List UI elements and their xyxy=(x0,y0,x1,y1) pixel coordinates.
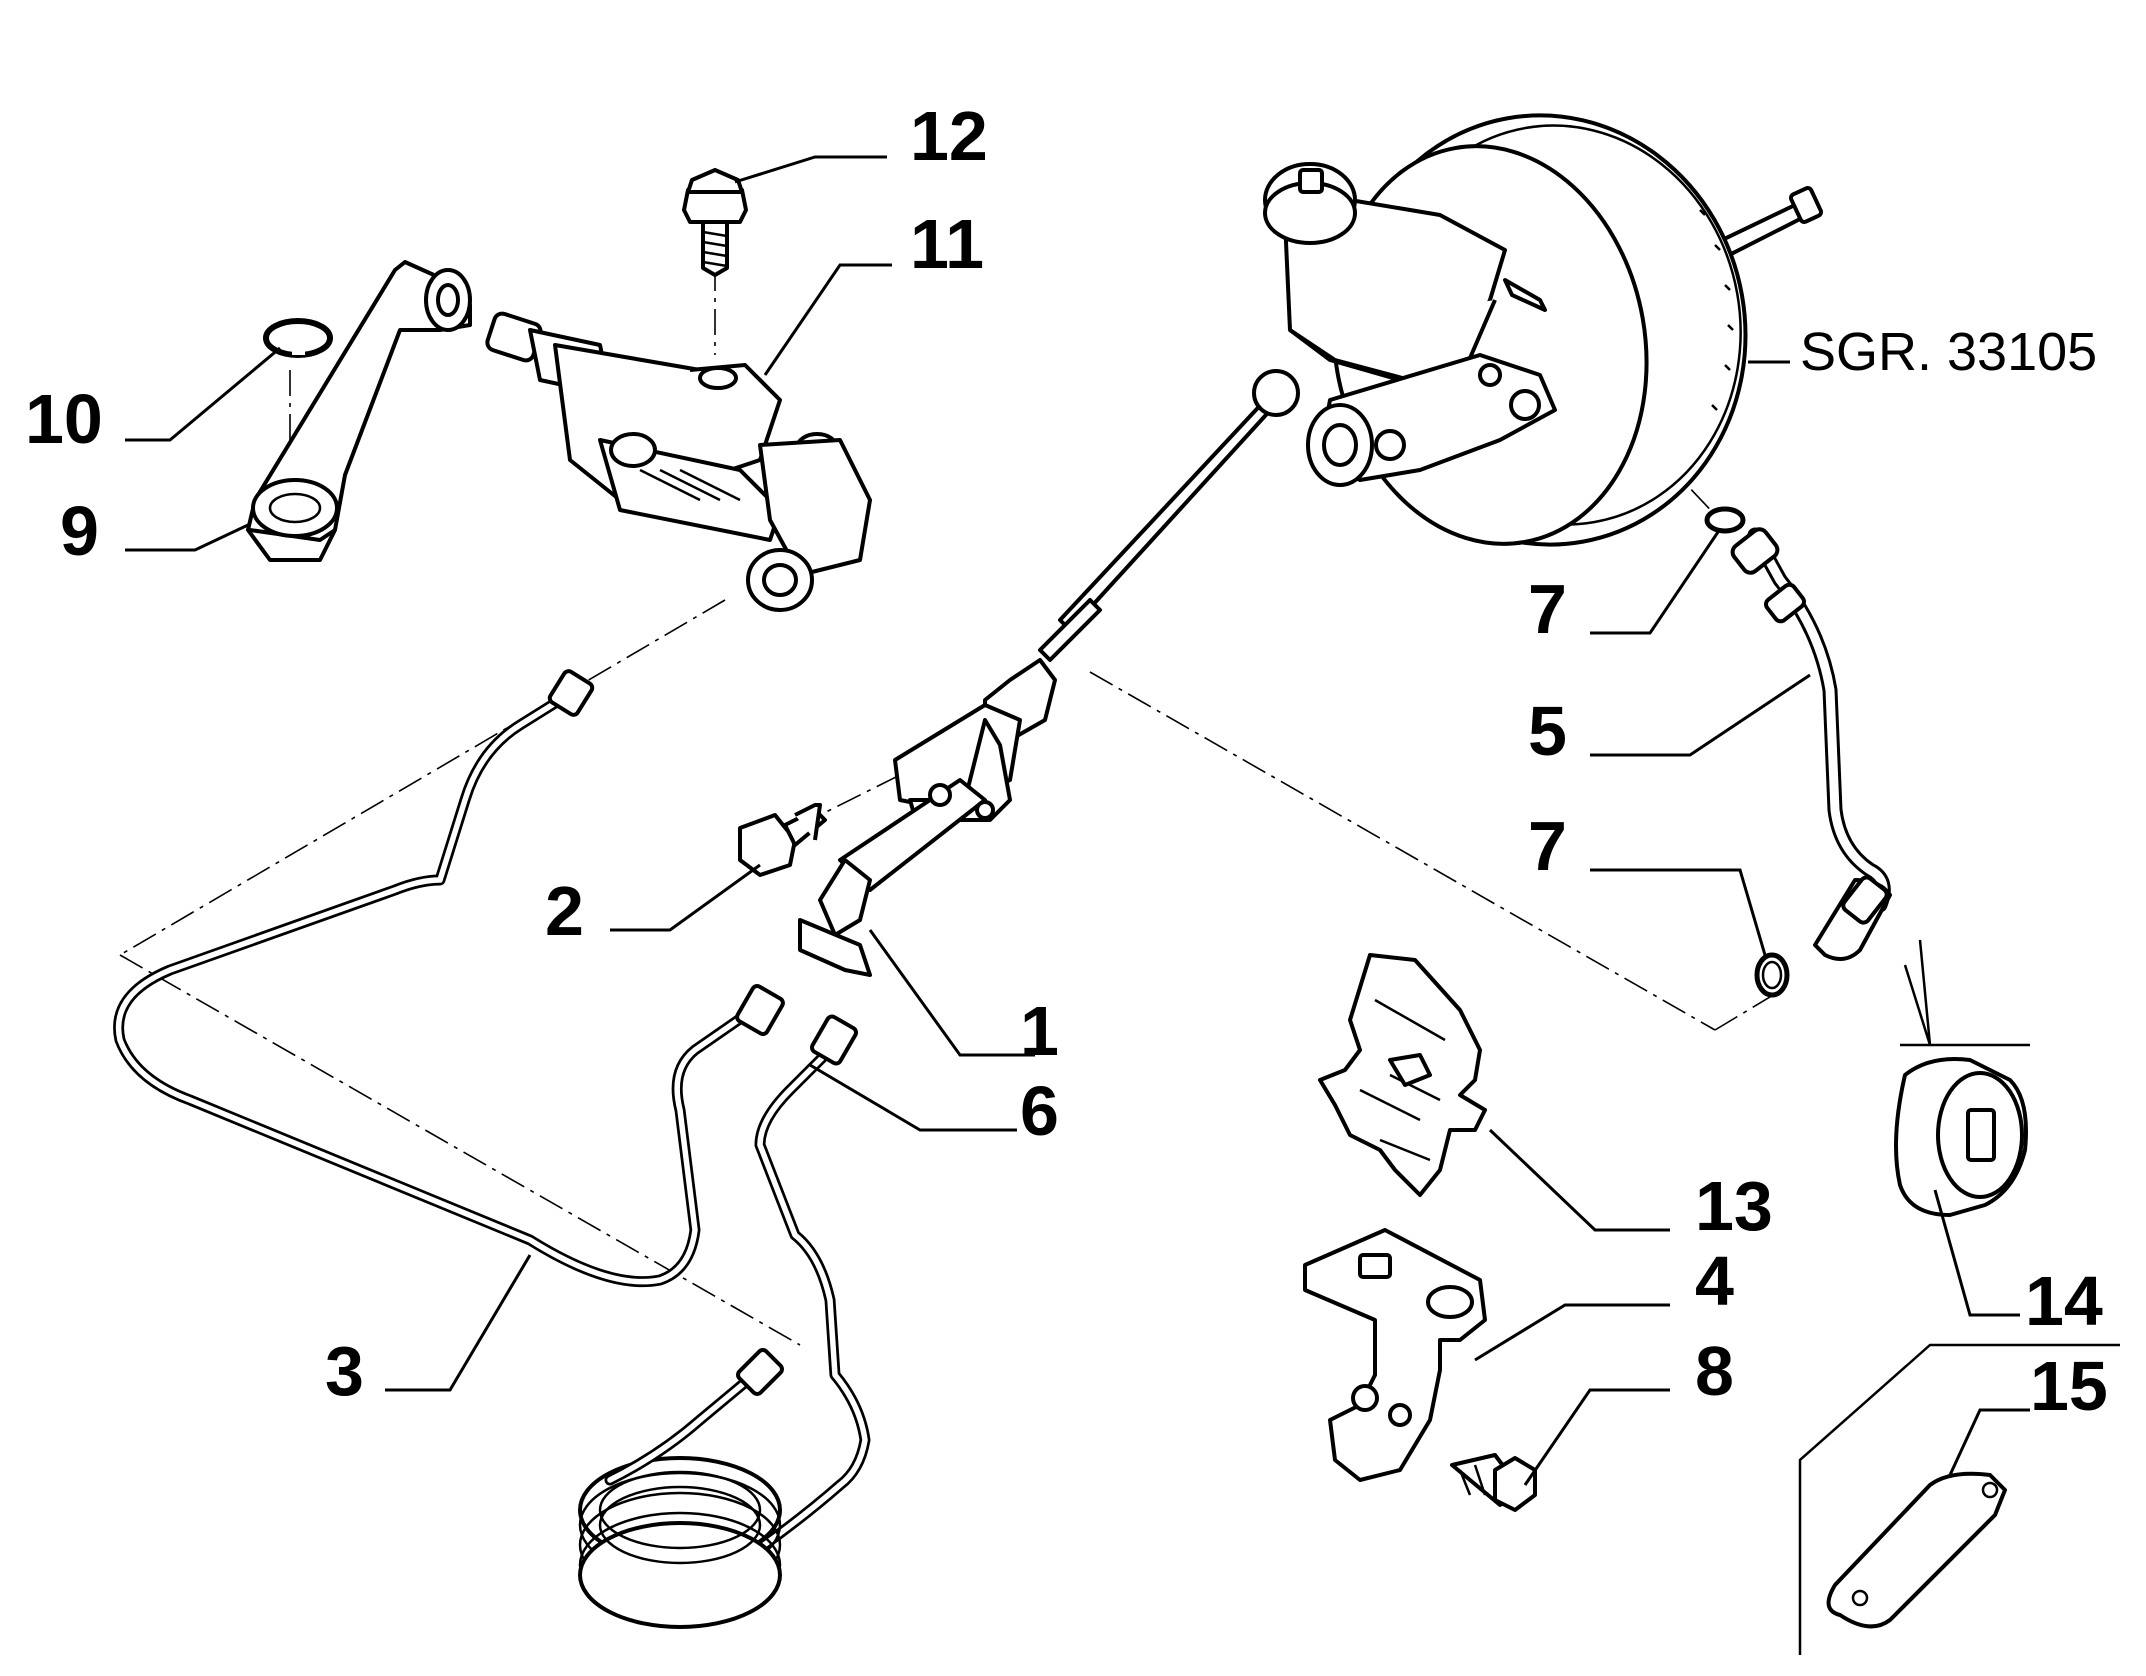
kit-bracket-14 xyxy=(1900,939,2030,1047)
callout-11: 11 xyxy=(910,205,984,283)
part-12-bolt xyxy=(682,168,748,277)
part-4-bracket xyxy=(1303,1228,1487,1482)
callout-3: 3 xyxy=(325,1332,364,1410)
callout-4: 4 xyxy=(1695,1242,1734,1320)
callout-7-lower: 7 xyxy=(1528,807,1567,885)
callout-6: 6 xyxy=(1020,1072,1059,1150)
callout-7-upper: 7 xyxy=(1528,570,1567,648)
callout-8: 8 xyxy=(1695,1332,1734,1410)
part-15-gasket xyxy=(1826,1471,2007,1629)
brake-booster-assembly xyxy=(1263,113,1823,547)
part-7-clamp-lower xyxy=(1754,952,1790,998)
leader-lines xyxy=(125,155,2030,1486)
part-5-hose xyxy=(1730,527,1892,961)
part-8-bolt xyxy=(1450,1453,1537,1512)
part-6-coiled-pipe xyxy=(578,1014,871,1629)
part-9-lever xyxy=(246,260,472,562)
callout-10: 10 xyxy=(25,380,103,458)
callout-2: 2 xyxy=(545,872,584,950)
callout-5: 5 xyxy=(1528,692,1567,770)
part-14-bushing xyxy=(1894,1057,2028,1217)
part-2-bolt xyxy=(738,803,827,877)
callout-9: 9 xyxy=(60,492,99,570)
part-7-clamp-upper xyxy=(1704,506,1746,534)
part-13-clip xyxy=(1318,953,1487,1197)
part-3-pipe xyxy=(113,669,785,1288)
callout-numbers: 1 2 3 4 5 6 7 7 8 9 10 11 12 13 14 15 xyxy=(25,97,2108,1425)
callout-15: 15 xyxy=(2030,1347,2108,1425)
callout-12: 12 xyxy=(910,97,988,175)
callout-1: 1 xyxy=(1020,992,1059,1070)
reference-sgr-33105: SGR. 33105 xyxy=(1800,322,2097,382)
part-11-clutch-master-cylinder xyxy=(485,311,872,612)
kit-bracket-15 xyxy=(1798,1343,2120,1655)
callout-14: 14 xyxy=(2025,1262,2103,1340)
part-1-slave-cylinder xyxy=(798,369,1300,977)
part-10-circlip xyxy=(263,318,333,358)
callout-13: 13 xyxy=(1695,1167,1773,1245)
